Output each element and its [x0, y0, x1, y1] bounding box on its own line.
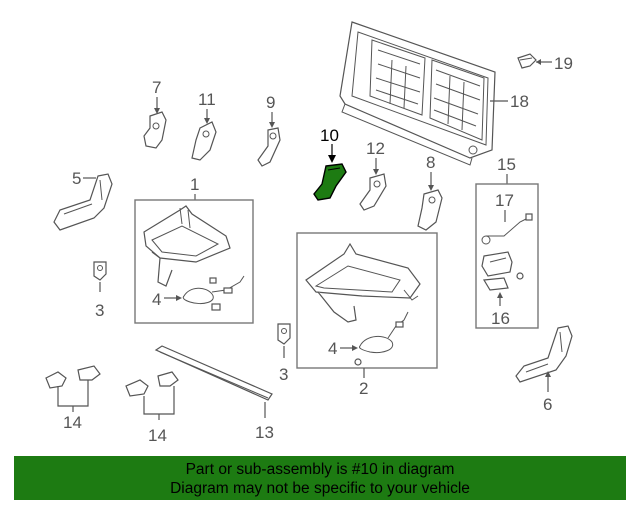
callout-6: 6 [543, 395, 552, 414]
callout-15: 15 [497, 155, 516, 174]
callout-10: 10 [320, 126, 339, 145]
callout-9: 9 [266, 93, 275, 112]
banner-line-2: Diagram may not be specific to your vehi… [170, 480, 470, 497]
callout-18: 18 [510, 92, 529, 111]
callout-12: 12 [366, 139, 385, 158]
part-3-clip-b[interactable] [277, 323, 291, 345]
callout-3a: 3 [95, 301, 104, 320]
part-8-bracket[interactable] [417, 189, 443, 231]
callout-4a: 4 [152, 290, 161, 309]
part-4-wire-harness-b[interactable] [359, 311, 409, 353]
part-12-bracket[interactable] [359, 173, 387, 211]
part-9-bracket[interactable] [257, 127, 281, 167]
part-14-clips-b[interactable] [125, 371, 179, 397]
part-19-clip[interactable] [517, 53, 537, 69]
info-banner: Part or sub-assembly is #10 in diagram D… [14, 456, 626, 500]
part-7-bracket[interactable] [143, 111, 167, 149]
part-6-trim-cover[interactable] [515, 325, 573, 383]
group-box-15 [475, 183, 539, 329]
callout-1: 1 [190, 175, 199, 194]
group-box-1 [134, 199, 254, 324]
callout-3b: 3 [279, 365, 288, 384]
callout-14a: 14 [63, 413, 82, 432]
part-10-highlighted-bracket[interactable] [313, 163, 347, 201]
part-17-switch-harness[interactable] [481, 213, 533, 277]
callout-16: 16 [491, 309, 510, 328]
part-5-trim-cover[interactable] [53, 173, 113, 231]
callout-14b: 14 [148, 426, 167, 445]
part-2-cushion-frame[interactable] [305, 242, 421, 323]
callout-19: 19 [554, 54, 573, 73]
callout-11: 11 [198, 90, 216, 109]
part-1-cushion-frame[interactable] [143, 205, 231, 287]
part-14-clips-a[interactable] [45, 365, 101, 389]
banner-line-1: Part or sub-assembly is #10 in diagram [185, 461, 455, 478]
callout-13: 13 [255, 423, 274, 442]
callout-7: 7 [152, 78, 161, 97]
group-box-2 [296, 232, 438, 369]
callout-5: 5 [72, 169, 81, 188]
part-18-seat-back[interactable] [339, 21, 496, 166]
leader-14b [143, 386, 175, 415]
part-4-wire-harness-a[interactable] [182, 275, 245, 311]
part-16-switch[interactable] [482, 272, 524, 291]
callout-4b: 4 [328, 339, 337, 358]
part-11-bracket[interactable] [191, 121, 217, 161]
part-13-rail[interactable] [154, 345, 273, 401]
callout-2: 2 [359, 379, 368, 398]
callout-17: 17 [495, 191, 514, 210]
part-3-clip-a[interactable] [93, 261, 107, 281]
callout-8: 8 [426, 153, 435, 172]
